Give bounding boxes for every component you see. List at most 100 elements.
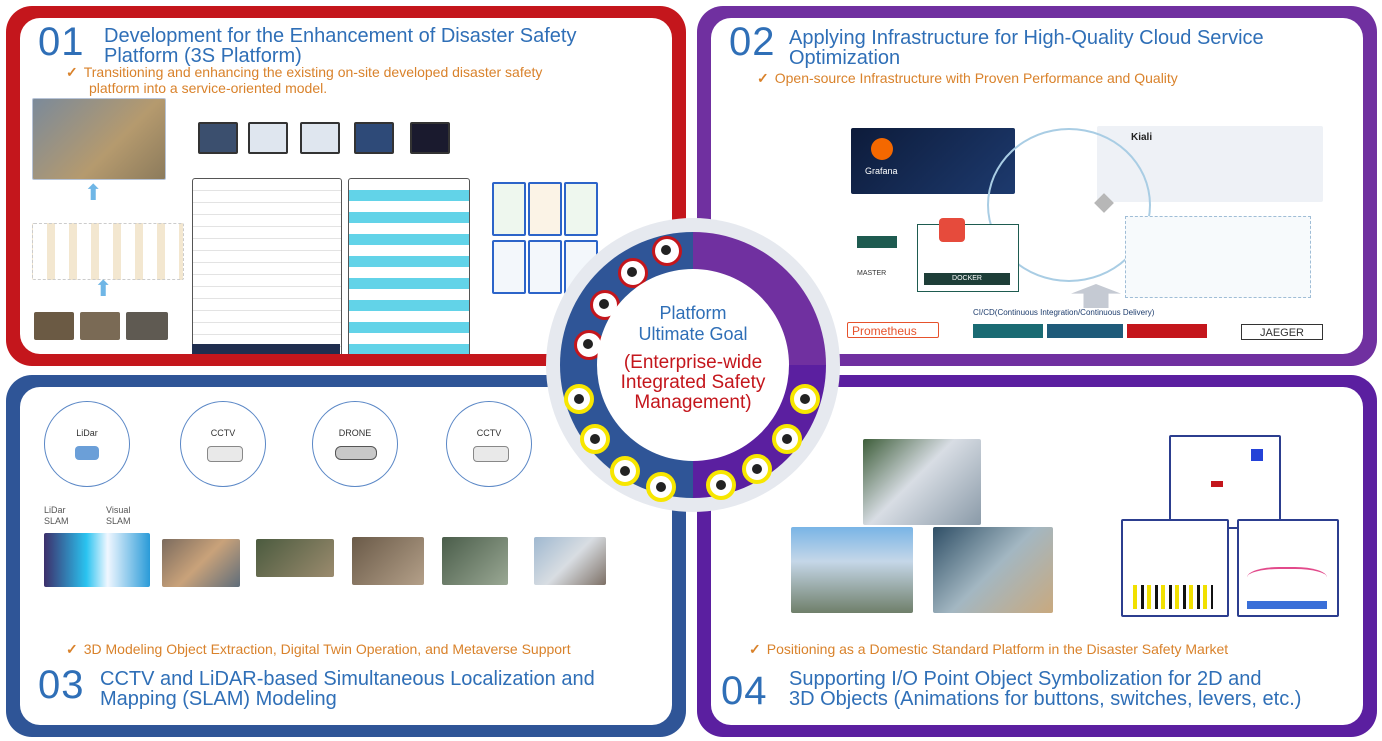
service-mesh: [1125, 216, 1311, 298]
jaeger-logo: JAEGER: [1241, 324, 1323, 340]
bar-chart-graphic: [1133, 585, 1213, 609]
device-lidar: LiDar: [44, 401, 130, 487]
panel-02-frame: 02 Applying Infrastructure for High-Qual…: [697, 6, 1377, 366]
device-node-icon: [564, 384, 594, 414]
panel-title: Supporting I/O Point Object Symbolizatio…: [789, 669, 1301, 709]
device-node-icon: [652, 236, 682, 266]
grafana-label: Grafana: [865, 166, 898, 176]
device-drone: DRONE: [312, 401, 398, 487]
device-label: LiDar: [76, 428, 98, 438]
device-label: DRONE: [338, 428, 372, 438]
master-node: [857, 236, 897, 248]
subtitle-line: platform into a service-oriented model.: [89, 80, 328, 96]
interior-3d-render: [933, 527, 1053, 613]
check-icon: ✓: [66, 641, 78, 657]
mobile-app-screen: [564, 182, 598, 236]
device-label: CCTV: [210, 428, 236, 438]
device-node-icon: [742, 454, 772, 484]
panel-title-line: Applying Infrastructure for High-Quality…: [789, 27, 1264, 49]
monitor-icon: [198, 122, 238, 154]
goal-title: Platform Ultimate Goal: [597, 303, 789, 345]
subtitle-line: 3D Modeling Object Extraction, Digital T…: [83, 641, 571, 657]
pipeline-step: [1127, 324, 1207, 338]
kiali-label: Kiali: [1131, 132, 1153, 143]
cctv-detection-image: [352, 537, 424, 585]
arrow-up-icon: ⬆: [94, 276, 113, 301]
arrow-up-icon: ⬆: [84, 180, 103, 205]
method-label: LiDar SLAM: [44, 505, 69, 526]
site-photo: [80, 312, 120, 340]
goal-text-line: Integrated Safety: [620, 372, 766, 393]
monitor-icon: [410, 122, 450, 154]
grafana-dashboard: Grafana: [851, 128, 1015, 194]
device-label: CCTV: [476, 428, 502, 438]
device-node-icon: [646, 472, 676, 502]
site-photo: [32, 98, 166, 180]
panel-04-frame: ✓ Positioning as a Domestic Standard Plat…: [697, 375, 1377, 737]
monitor-icon: [354, 122, 394, 154]
device-node-icon: [706, 470, 736, 500]
pipeline-step: [1047, 324, 1123, 338]
panel-title-line: Development for the Enhancement of Disas…: [104, 25, 577, 47]
panel-03-frame: LiDar CCTV DRONE CCTV LiDar SLAM Visual …: [6, 375, 686, 737]
hmi-line-chart-screen: [1237, 519, 1339, 617]
device-node-icon: [618, 258, 648, 288]
cicd-label: CI/CD(Continuous Integration/Continuous …: [973, 308, 1155, 317]
jaeger-label: JAEGER: [1259, 327, 1304, 339]
prometheus-logo: Prometheus: [847, 322, 939, 338]
service-table: [348, 178, 470, 354]
highlight-circle: [987, 128, 1151, 282]
cctv-camera-icon: [207, 446, 243, 462]
table-row-highlight: [192, 344, 340, 354]
panel-01: 01 Development for the Enhancement of Di…: [20, 18, 672, 354]
prometheus-label: Prometheus: [852, 324, 917, 338]
line-chart-graphic: [1247, 567, 1327, 593]
panel-title-line: Platform (3S Platform): [104, 45, 302, 67]
device-node-icon: [772, 424, 802, 454]
panel-subtitle: ✓ Open-source Infrastructure with Proven …: [757, 70, 1178, 86]
monitor-icon: [248, 122, 288, 154]
panel-title-line: Mapping (SLAM) Modeling: [100, 688, 337, 710]
device-node-icon: [610, 456, 640, 486]
device-cctv: CCTV: [446, 401, 532, 487]
panel-number: 02: [729, 20, 776, 64]
check-icon: ✓: [66, 64, 78, 80]
slam-result-image: [44, 533, 150, 587]
line-chart-graphic: [1247, 601, 1327, 609]
subtitle-line: Open-source Infrastructure with Proven P…: [774, 70, 1178, 86]
check-icon: ✓: [757, 70, 769, 86]
subtitle-line: Transitioning and enhancing the existing…: [83, 64, 543, 80]
site-photo: [34, 312, 74, 340]
panel-title: Applying Infrastructure for High-Quality…: [789, 28, 1264, 68]
panel-01-frame: 01 Development for the Enhancement of Di…: [6, 6, 686, 366]
grafana-logo-icon: [871, 138, 893, 160]
hmi-bar-chart-screen: [1121, 519, 1229, 617]
cctv-detection-image: [442, 537, 508, 585]
subtitle-line: Positioning as a Domestic Standard Platf…: [766, 641, 1229, 657]
cluster-box: DOCKER: [917, 224, 1019, 292]
goal-text: (Enterprise-wide Integrated Safety Manag…: [597, 353, 789, 413]
panel-number: 01: [38, 20, 85, 64]
master-label: MASTER: [857, 270, 887, 277]
pipeline-step: [973, 324, 1043, 338]
status-indicator: [1251, 449, 1263, 461]
check-icon: ✓: [749, 641, 761, 657]
mobile-app-screen: [492, 240, 526, 294]
arrow-up-icon: [1071, 284, 1121, 308]
building-3d-render: [863, 439, 981, 525]
panel-title-line: CCTV and LiDAR-based Simultaneous Locali…: [100, 668, 595, 690]
panel-title-line: 3D Objects (Animations for buttons, swit…: [789, 688, 1302, 710]
panel-subtitle: ✓ Transitioning and enhancing the existin…: [66, 64, 542, 96]
goal-title-line: Ultimate Goal: [638, 324, 748, 344]
goal-text-line: Management): [634, 392, 752, 413]
mobile-app-screen: [528, 240, 562, 294]
panel-subtitle: ✓ 3D Modeling Object Extraction, Digital …: [66, 641, 571, 657]
drone-aerial-image: [256, 539, 334, 577]
house-icon: [939, 218, 965, 242]
hmi-control-screen: [1169, 435, 1281, 529]
method-label: Visual SLAM: [106, 505, 131, 526]
panel-title: Development for the Enhancement of Disas…: [104, 26, 576, 66]
site-photo: [126, 312, 168, 340]
panel-title: CCTV and LiDAR-based Simultaneous Locali…: [100, 669, 595, 709]
cctv-detection-image: [534, 537, 606, 585]
